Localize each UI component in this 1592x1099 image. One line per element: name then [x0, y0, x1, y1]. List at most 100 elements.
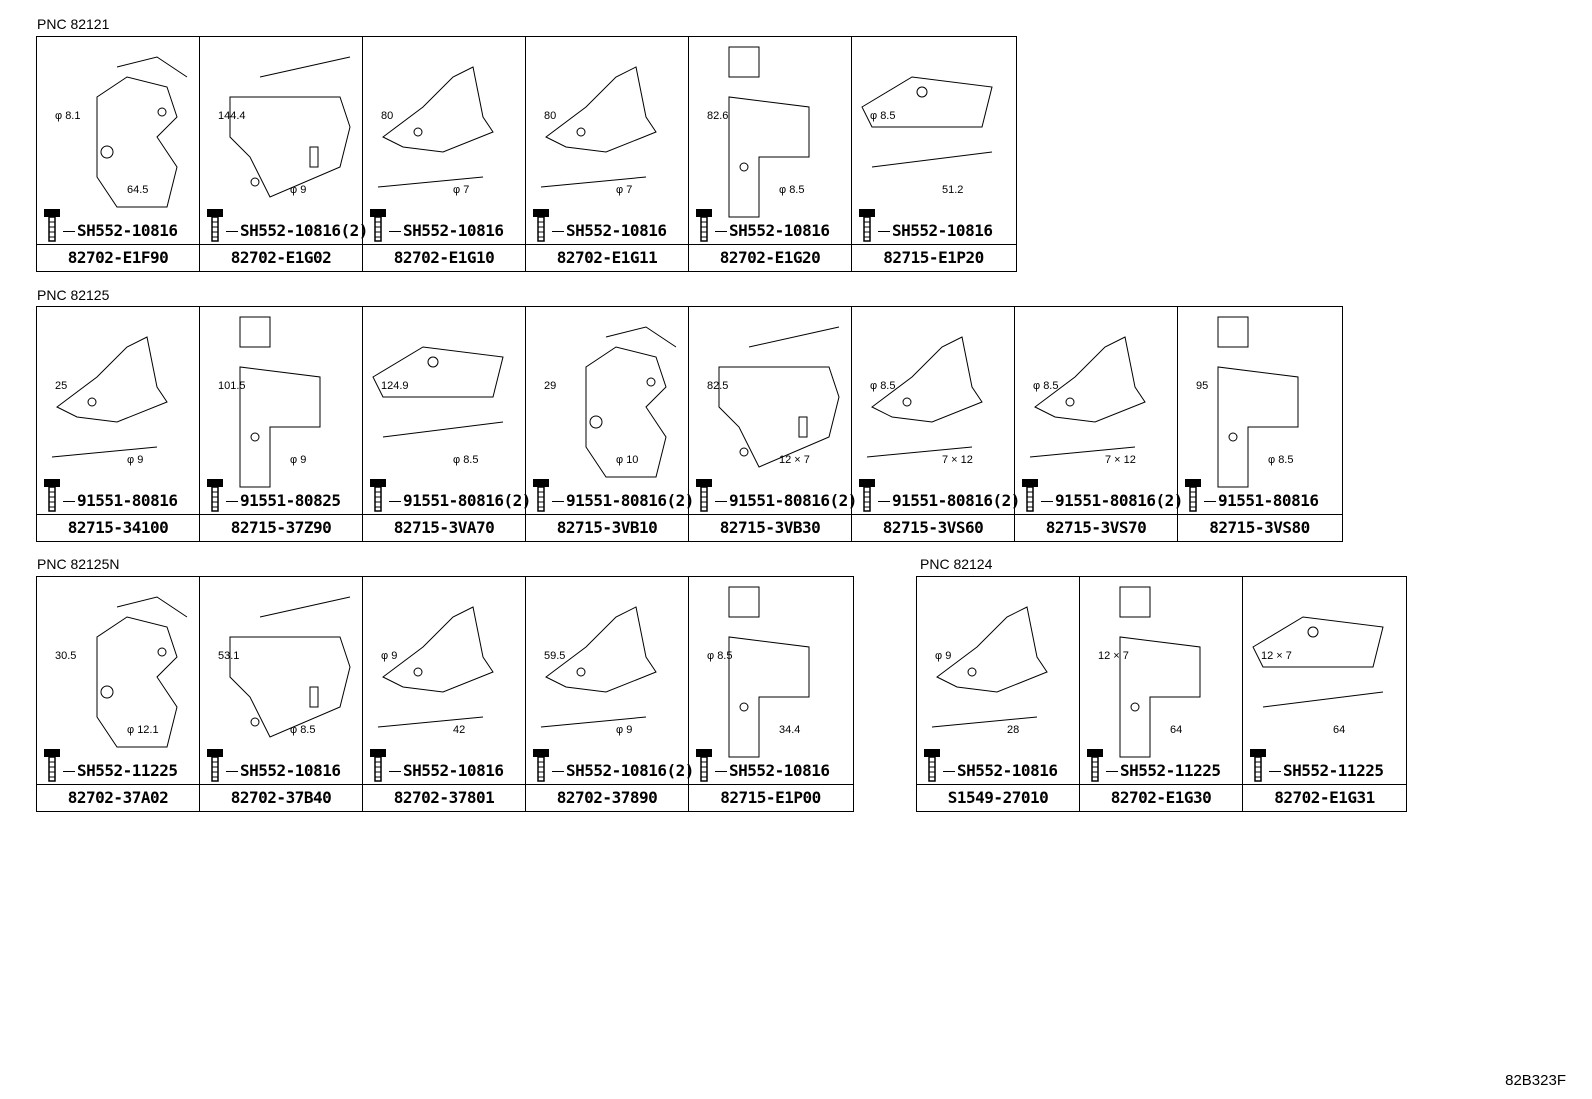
- part-number[interactable]: 82715-34100: [37, 515, 200, 541]
- pnc-label-4: PNC 82124: [920, 556, 993, 572]
- fastener-number: SH552-10816: [878, 221, 993, 240]
- bolt-icon: [696, 209, 712, 242]
- dimension-label: 12 × 7: [1098, 650, 1129, 662]
- dimension-label: φ 8.5: [779, 184, 804, 196]
- dimension-label: φ 8.5: [870, 110, 895, 122]
- fastener-number: SH552-10816: [63, 221, 178, 240]
- part-illustration-cell[interactable]: φ 8.5 7 × 12 91551-80816(2): [852, 307, 1020, 514]
- part-number[interactable]: 82715-3VA70: [363, 515, 526, 541]
- dimension-label: 82.5: [707, 380, 728, 392]
- part-number[interactable]: 82702-E1G11: [526, 245, 689, 271]
- dimension-label: 12 × 7: [1261, 650, 1292, 662]
- part-number[interactable]: 82702-E1F90: [37, 245, 200, 271]
- bolt-icon: [207, 749, 223, 782]
- part-number[interactable]: 82715-3VB10: [526, 515, 689, 541]
- bolt-icon: [533, 749, 549, 782]
- dimension-label: 25: [55, 380, 67, 392]
- bracket-drawing: φ 8.164.5: [55, 56, 188, 208]
- fastener-number: SH552-11225: [1106, 761, 1221, 780]
- pnc-label-2: PNC 82125: [37, 287, 110, 303]
- fastener-number: SH552-10816: [389, 221, 504, 240]
- dimension-label: 53.1: [218, 650, 239, 662]
- part-number[interactable]: 82702-37A02: [37, 785, 200, 811]
- pnc-label-1: PNC 82121: [37, 16, 110, 32]
- part-number[interactable]: 82715-3VS60: [852, 515, 1015, 541]
- bolt-icon: [1250, 749, 1266, 782]
- part-number[interactable]: 82715-E1P00: [720, 788, 821, 807]
- dimension-label: φ 9: [381, 650, 397, 662]
- bracket-drawing: 80φ 7: [377, 66, 494, 196]
- bolt-icon: [924, 749, 940, 782]
- fastener-number: SH552-10816: [715, 761, 830, 780]
- bracket-drawing: 25 φ 9: [51, 336, 168, 466]
- part-number[interactable]: 82702-E1G10: [363, 245, 526, 271]
- dimension-label: φ 8.5: [870, 380, 895, 392]
- bolt-icon: [1185, 479, 1201, 512]
- dimension-label: 95: [1196, 380, 1208, 392]
- part-number[interactable]: 82715-3VS80: [1209, 518, 1310, 537]
- dimension-label: φ 8.5: [1268, 454, 1293, 466]
- part-number[interactable]: 82702-37890: [526, 785, 689, 811]
- dimension-label: φ 9: [127, 454, 143, 466]
- part-number[interactable]: S1549-27010: [917, 785, 1080, 811]
- part-number[interactable]: 82702-E1G02: [200, 245, 363, 271]
- fastener-number: SH552-11225: [1269, 761, 1384, 780]
- bolt-icon: [696, 479, 712, 512]
- part-number[interactable]: 82702-E1G31: [1274, 788, 1375, 807]
- fastener-number: SH552-10816: [389, 761, 504, 780]
- part-number[interactable]: 82715-37Z90: [200, 515, 363, 541]
- bolt-icon: [370, 479, 386, 512]
- dimension-label: φ 9: [290, 454, 306, 466]
- part-number[interactable]: 82702-37B40: [200, 785, 363, 811]
- part-number[interactable]: 82715-3VS70: [1015, 515, 1178, 541]
- part-number[interactable]: 82702-37801: [363, 785, 526, 811]
- part-number[interactable]: 82702-E1G20: [689, 245, 852, 271]
- fastener-number: SH552-10816: [552, 221, 667, 240]
- bracket-drawing: 82.6 φ 8.5: [707, 46, 810, 218]
- dimension-label: 7 × 12: [942, 454, 973, 466]
- dimension-label: 64: [1170, 724, 1182, 736]
- part-number[interactable]: 82715-3VB30: [689, 515, 852, 541]
- dimension-label: φ 12.1: [127, 724, 159, 736]
- dimension-label: 64.5: [127, 184, 148, 196]
- bracket-drawing: 12 × 7 64: [1252, 616, 1384, 736]
- part-number[interactable]: 82702-E1G30: [1080, 785, 1243, 811]
- dimension-label: 64: [1333, 724, 1345, 736]
- dimension-label: 82.6: [707, 110, 728, 122]
- dimension-label: 7 × 12: [1105, 454, 1136, 466]
- dimension-label: 80: [381, 110, 393, 122]
- part-number[interactable]: 82715-E1P20: [883, 248, 984, 267]
- dimension-label: φ 8.5: [290, 724, 315, 736]
- bracket-drawing: 101.5φ 9: [218, 316, 321, 488]
- bolt-icon: [370, 749, 386, 782]
- fastener-number: 91551-80816(2): [878, 491, 1020, 510]
- bolt-icon: [533, 209, 549, 242]
